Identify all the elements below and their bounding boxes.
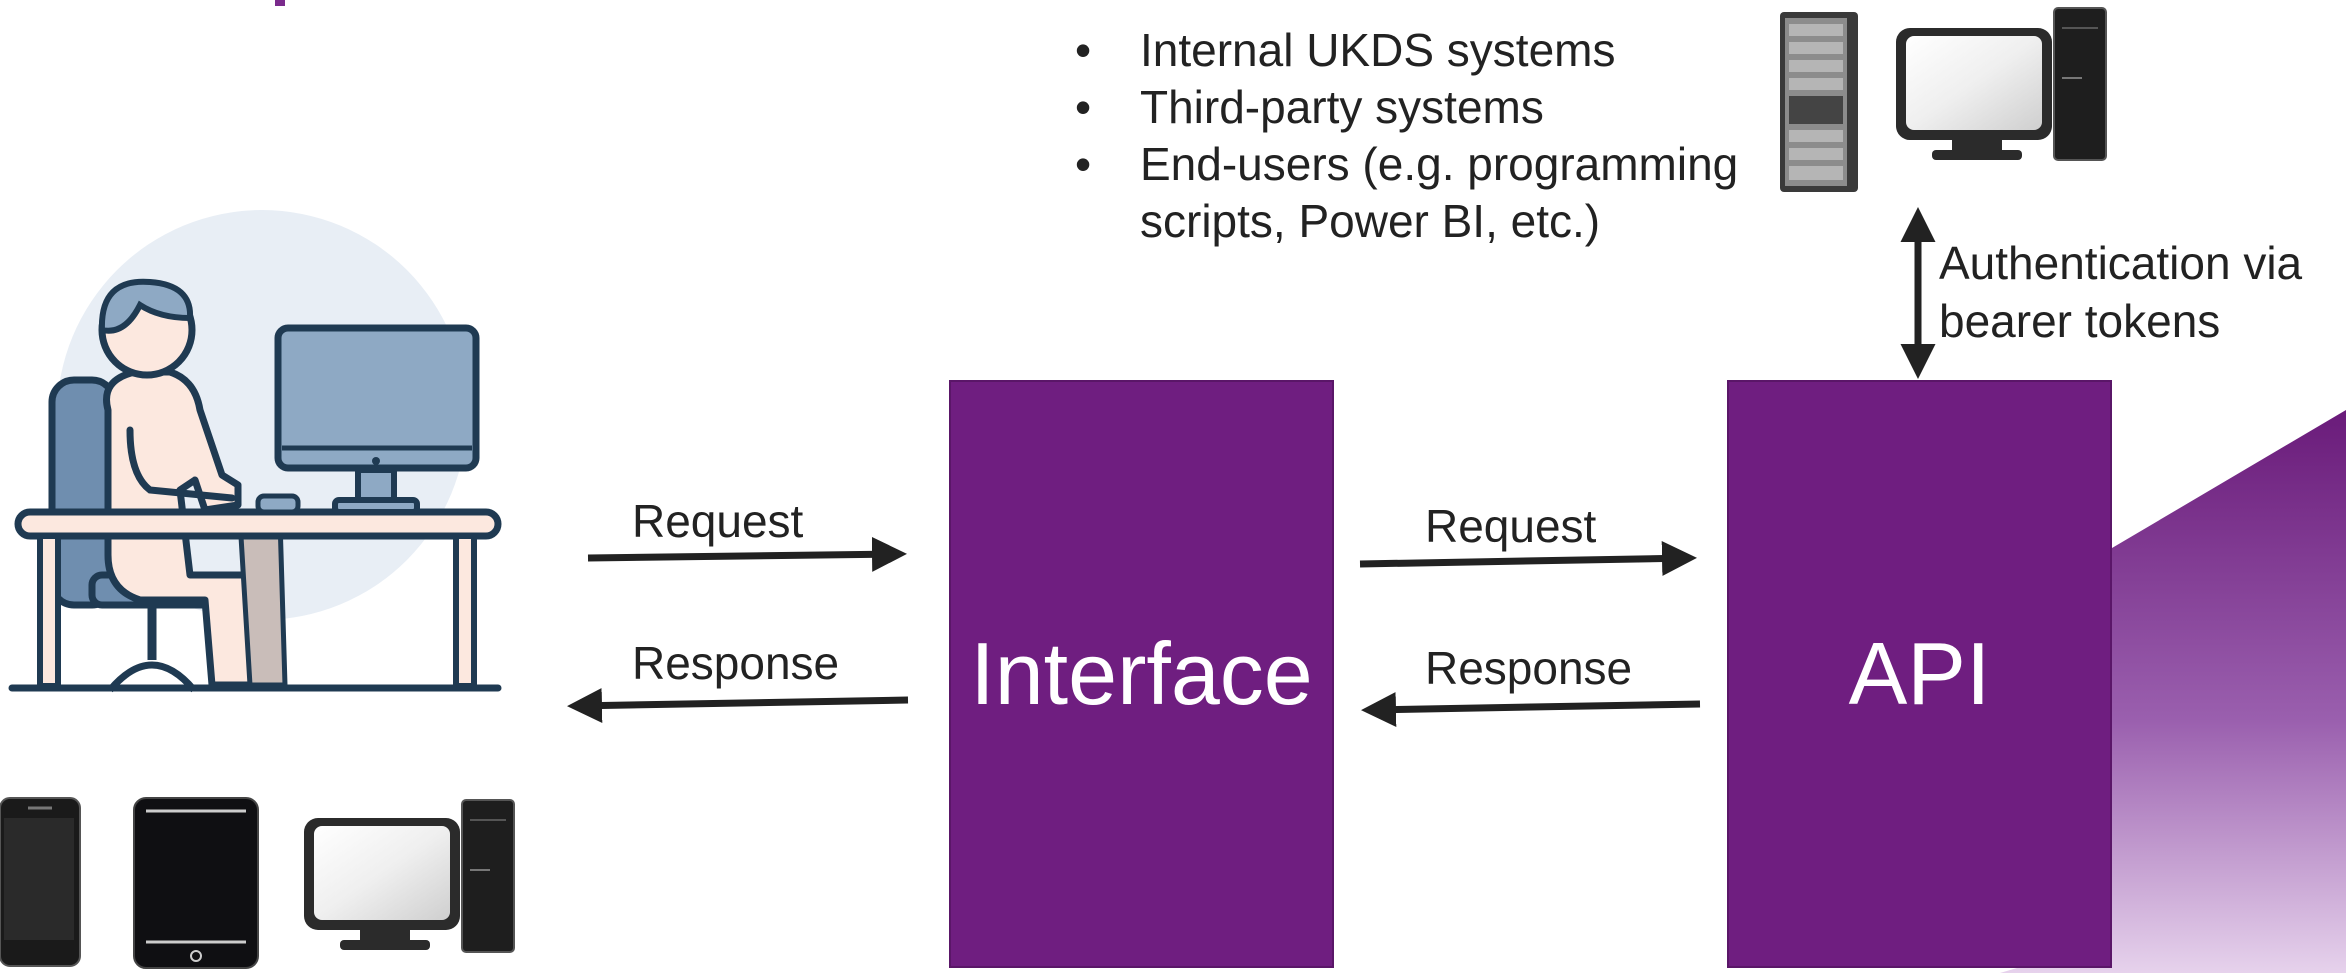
list-item: Third-party systems — [1075, 79, 1738, 136]
decorative-purple-shape — [2000, 410, 2346, 973]
request-label-left: Request — [632, 495, 804, 547]
desktop-computer-icon — [304, 799, 515, 953]
interface-label: Interface — [970, 624, 1313, 723]
response-label-right: Response — [1425, 642, 1633, 694]
api-clients-list: Internal UKDS systems Third-party system… — [1075, 22, 1738, 250]
authentication-label-line2: bearer tokens — [1939, 295, 2221, 347]
response-arrow-left — [567, 687, 909, 723]
api-label: API — [1848, 624, 1991, 723]
desktop-computer-icon — [1896, 7, 2107, 161]
response-arrow-right — [1361, 691, 1701, 727]
title-fragment-mark — [275, 0, 285, 6]
server-rack-icon — [1780, 12, 1858, 192]
request-arrow-left — [587, 536, 907, 572]
person-at-desk-icon — [8, 210, 502, 693]
smartphone-icon — [0, 797, 81, 967]
authentication-label: Authentication via bearer tokens — [1939, 234, 2302, 350]
request-label-right: Request — [1425, 500, 1597, 552]
list-item: Internal UKDS systems — [1075, 22, 1738, 79]
request-arrow-right — [1359, 541, 1697, 577]
response-label-left: Response — [632, 637, 840, 689]
tablet-icon — [133, 797, 259, 969]
list-item-continuation: scripts, Power BI, etc.) — [1140, 195, 1601, 247]
api-box: API — [1727, 380, 2112, 968]
interface-box: Interface — [949, 380, 1334, 968]
authentication-label-line1: Authentication via — [1939, 237, 2303, 289]
list-item: End-users (e.g. programming — [1075, 136, 1738, 193]
